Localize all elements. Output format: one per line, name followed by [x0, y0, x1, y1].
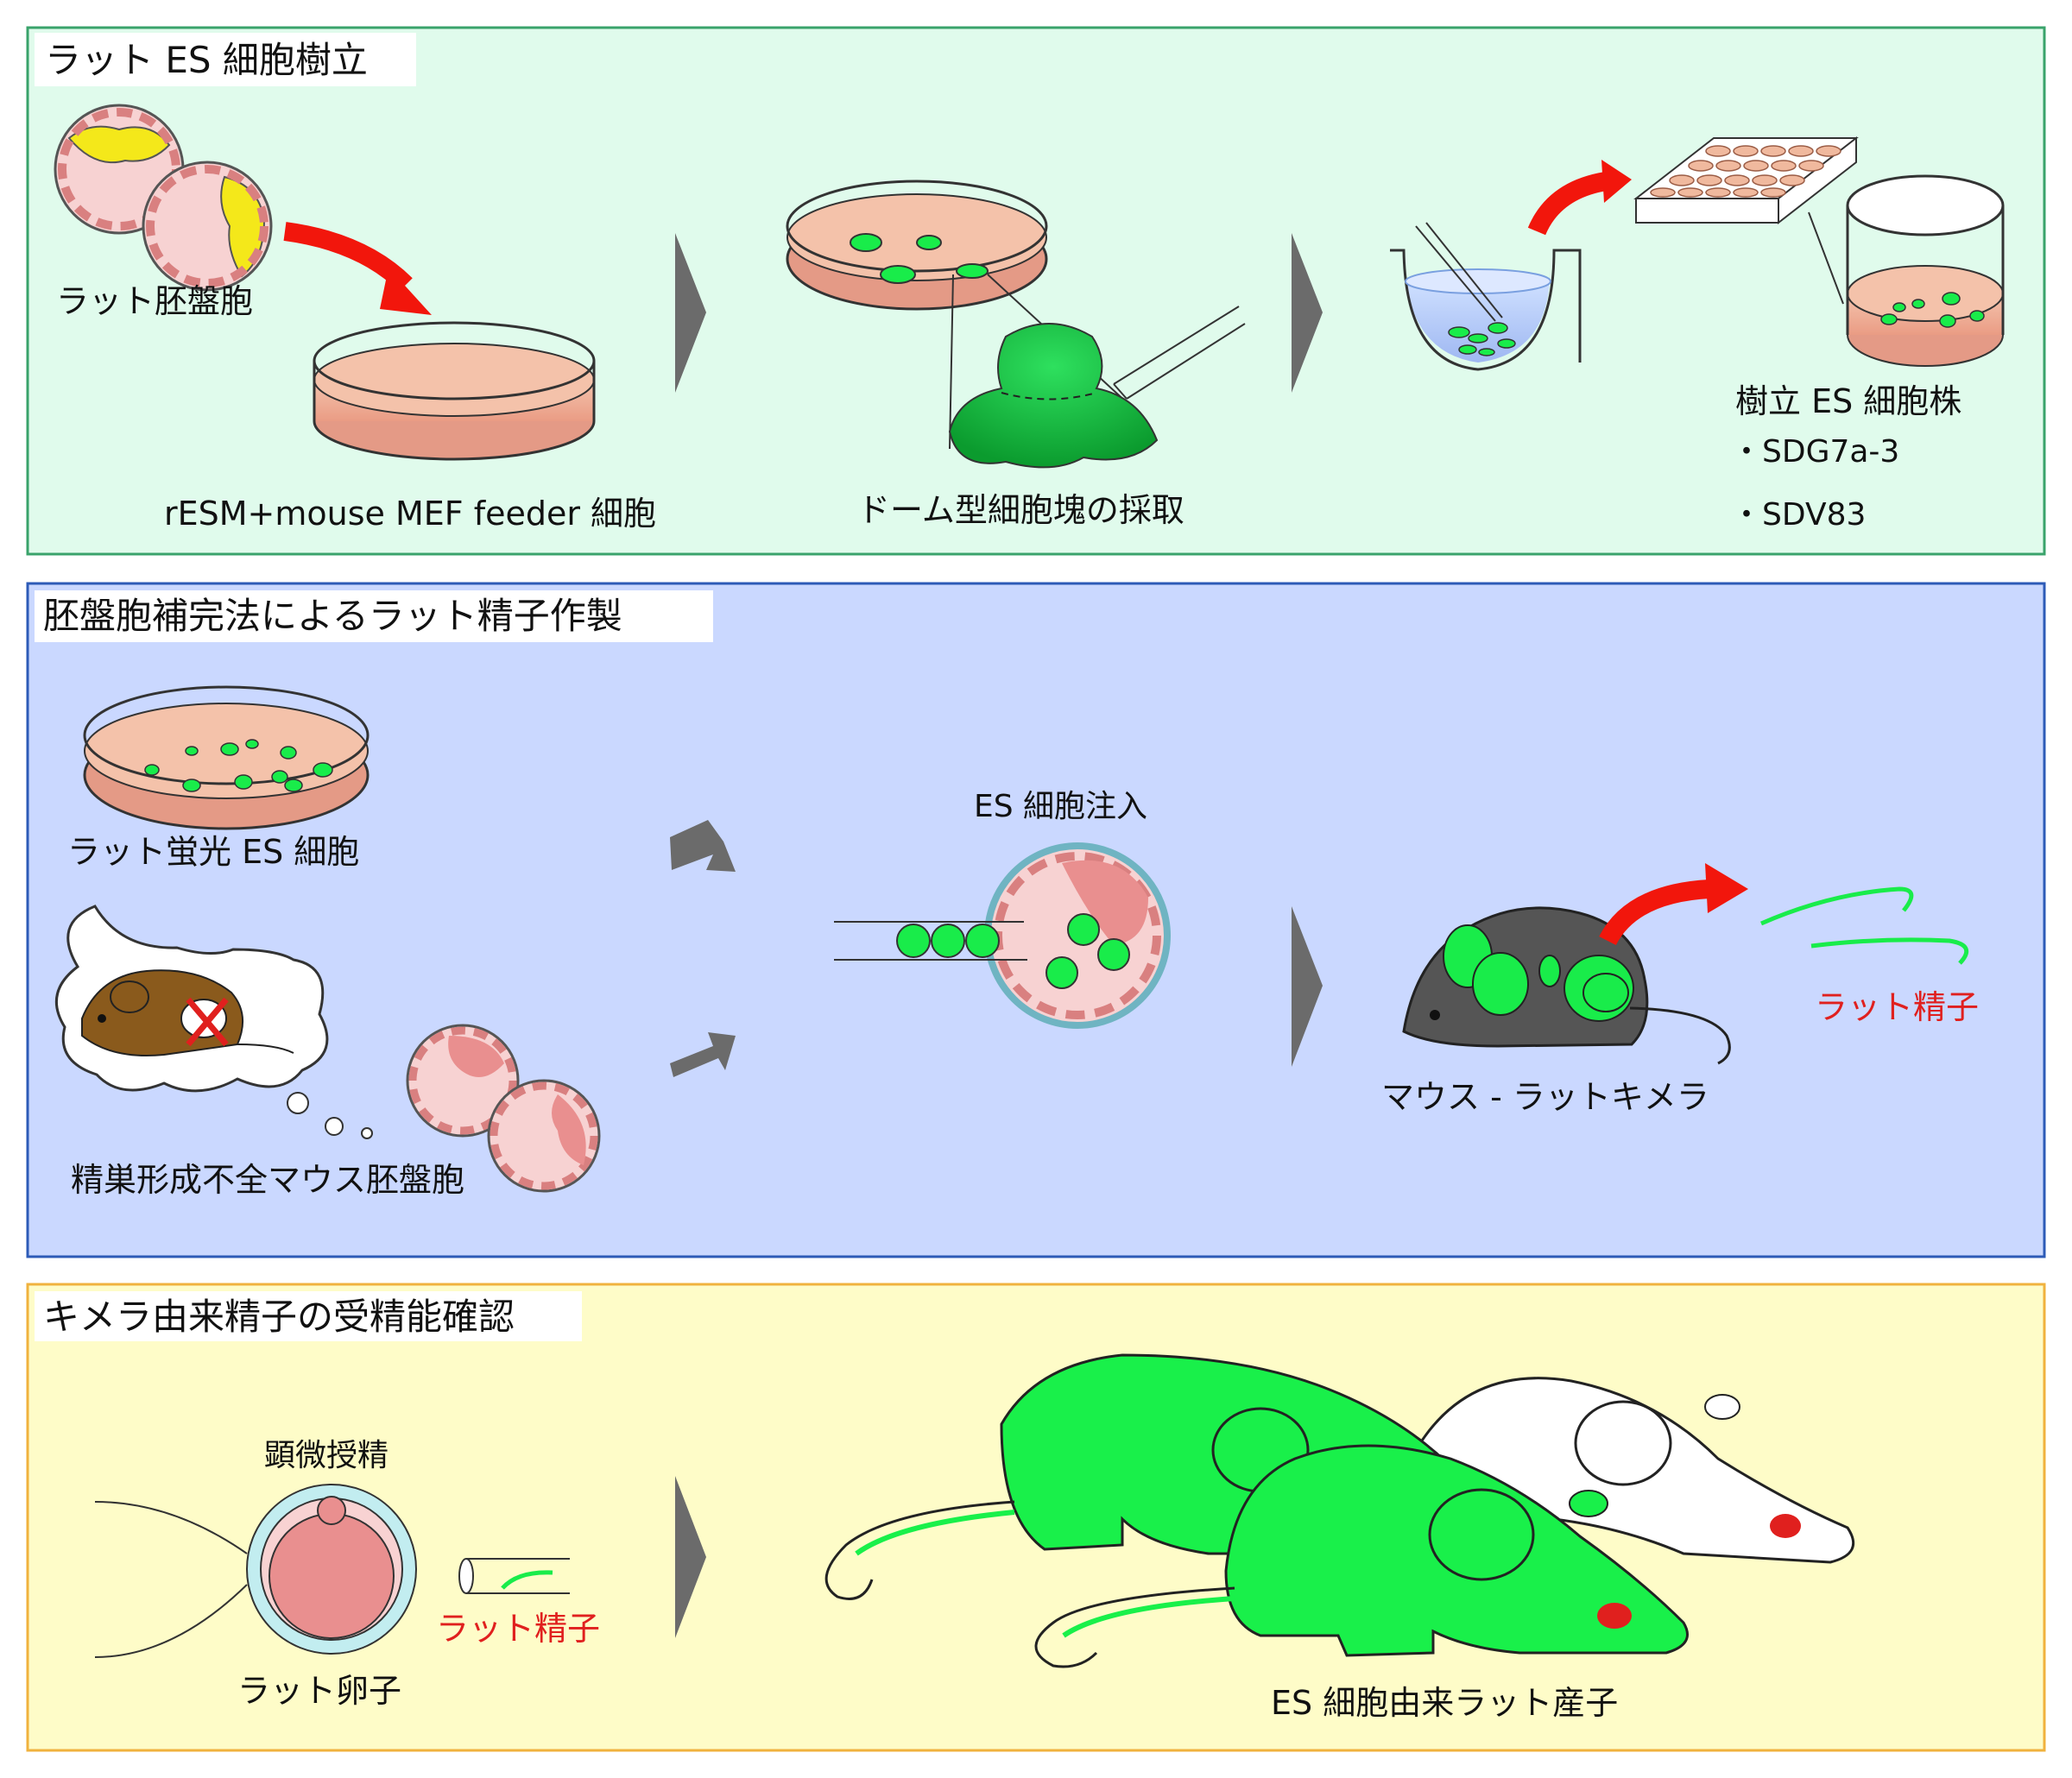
injection-blastocyst: [984, 842, 1171, 1029]
panel-fertility-check: キメラ由来精子の受精能確認 顕微授精 ラット精子 ラット卵子: [26, 1283, 2046, 1752]
rat-sperm-icon: [1759, 886, 1969, 965]
label-dome-pick: ドーム型細胞塊の採取: [857, 491, 1184, 529]
rat-blastocyst-pair: [54, 104, 273, 292]
label-rat-sperm-2: ラット精子: [436, 1610, 600, 1648]
mouse-blastocyst-icon: [406, 1024, 520, 1138]
panel3-title-box: [35, 1291, 582, 1341]
label-line2: ・SDV83: [1731, 497, 1866, 533]
label-es-injection: ES 細胞注入: [974, 789, 1147, 824]
gray-arrow: [670, 1032, 736, 1077]
gray-arrow: [670, 820, 736, 872]
label-offspring: ES 細胞由来ラット産子: [1271, 1684, 1618, 1722]
panel2-title-box: [35, 590, 713, 642]
label-chimera: マウス - ラットキメラ: [1381, 1078, 1709, 1116]
single-well: [1846, 174, 2005, 367]
gray-arrow: [675, 1476, 706, 1638]
red-arrow: [1599, 863, 1748, 946]
injection-pipette: [834, 921, 1027, 961]
gray-arrow: [1292, 906, 1323, 1067]
label-established-lines: 樹立 ES 細胞株: [1735, 382, 1961, 420]
label-line1: ・SDG7a-3: [1731, 434, 1899, 470]
label-rat-oocyte: ラット卵子: [237, 1672, 401, 1710]
panel1-title: ラット ES 細胞樹立: [45, 39, 368, 81]
label-fluorescent-es: ラット蛍光 ES 細胞: [67, 833, 359, 871]
rat-oocyte: [246, 1484, 417, 1655]
label-rat-blastocyst: ラット胚盤胞: [56, 282, 253, 320]
dome-cell-mass: [948, 323, 1159, 469]
label-feeder: rESM+mouse MEF feeder 細胞: [164, 495, 656, 533]
green-rat-offspring: [1034, 1444, 1689, 1668]
gray-arrow: [1292, 233, 1323, 393]
label-mouse-blastocyst: 精巣形成不全マウス胚盤胞: [71, 1161, 464, 1199]
pipette-tip: [1113, 306, 1246, 400]
mouse-blastocyst-icon: [487, 1079, 601, 1193]
multiwell-plate: [1633, 136, 1859, 225]
panel-blastocyst-complementation: 胚盤胞補完法によるラット精子作製 ラット蛍光 ES 細胞: [26, 582, 2046, 1258]
rat-blastocyst-icon: [142, 161, 273, 292]
cross-icon: [186, 997, 229, 1047]
injection-needle: [458, 1558, 570, 1594]
panel1-title-box: [35, 33, 416, 86]
panel2-title: 胚盤胞補完法によるラット精子作製: [43, 595, 622, 637]
zoom-line: [1808, 211, 1844, 305]
label-rat-sperm-1: ラット精子: [1815, 988, 1979, 1026]
fluorescent-es-dish: [83, 685, 370, 830]
red-arrow: [283, 222, 432, 315]
gray-arrow: [675, 233, 706, 393]
holding-pipette: [94, 1501, 248, 1658]
panel-es-establishment: ラット ES 細胞樹立 ラット胚盤胞: [26, 26, 2046, 556]
label-icsi: 顕微授精: [264, 1438, 388, 1473]
chimera-mouse: [1402, 906, 1731, 1065]
dome-dish: [786, 180, 1048, 311]
panel1-background: [26, 26, 2046, 556]
dissociation-well: [1390, 222, 1582, 371]
thought-bubble: [54, 905, 373, 1139]
red-arrow: [1527, 160, 1632, 236]
panel3-title: キメラ由来精子の受精能確認: [43, 1296, 515, 1338]
feeder-dish: [313, 321, 596, 461]
mouse-blastocyst-pair: [406, 1024, 601, 1193]
